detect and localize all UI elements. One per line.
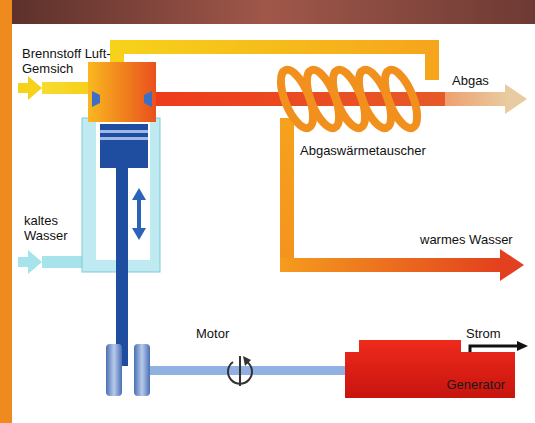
warm-water-pipe — [280, 258, 502, 272]
cold-water-pipe — [42, 256, 84, 268]
flow-label: warmes Wasser — [420, 232, 513, 247]
drive-shaft — [140, 366, 346, 375]
arrowhead — [132, 188, 146, 200]
photo-strip — [0, 0, 535, 24]
arrowhead — [132, 228, 146, 240]
flow-label: Motor — [196, 326, 229, 341]
fuel-pipe — [42, 82, 90, 94]
flow-label: kaltes Wasser — [24, 213, 86, 243]
exhaust-outlet — [445, 92, 507, 106]
piston — [100, 124, 148, 168]
piston-ring — [100, 137, 148, 140]
arrow-shaft — [137, 199, 141, 229]
power-arrowhead — [517, 341, 528, 351]
flow-label: Abgaswärmetauscher — [300, 143, 426, 158]
flow-label: Brennstoff Luft-Gemsich — [22, 46, 122, 76]
side-bar — [0, 0, 12, 423]
flow-label: Strom — [466, 326, 501, 341]
generator-body — [345, 340, 515, 398]
exhaust-pipe — [150, 92, 447, 106]
node-label: Generator — [446, 377, 505, 392]
flow-label: Abgas — [452, 73, 489, 88]
cold-water-arrow — [18, 250, 42, 274]
fuel-arrow — [18, 76, 42, 100]
power-wire — [470, 346, 518, 352]
rotation-arrowhead — [243, 356, 251, 366]
coil-loop — [378, 66, 423, 132]
flywheel — [106, 344, 122, 396]
warm-water-arrowhead — [500, 249, 524, 281]
rotation-axis — [239, 356, 241, 386]
stroke-arrow — [132, 188, 146, 240]
generator-box: Generator — [345, 340, 515, 398]
connecting-rod — [116, 166, 128, 366]
piston-ring — [100, 130, 148, 133]
cylinder-head — [88, 62, 156, 122]
inlet-valve — [92, 91, 100, 107]
heat-exchanger-coil — [274, 66, 423, 132]
warm-water-pipe — [280, 118, 294, 272]
exhaust-valve — [144, 91, 152, 107]
flywheel — [134, 344, 150, 396]
exhaust-arrowhead — [505, 84, 527, 114]
